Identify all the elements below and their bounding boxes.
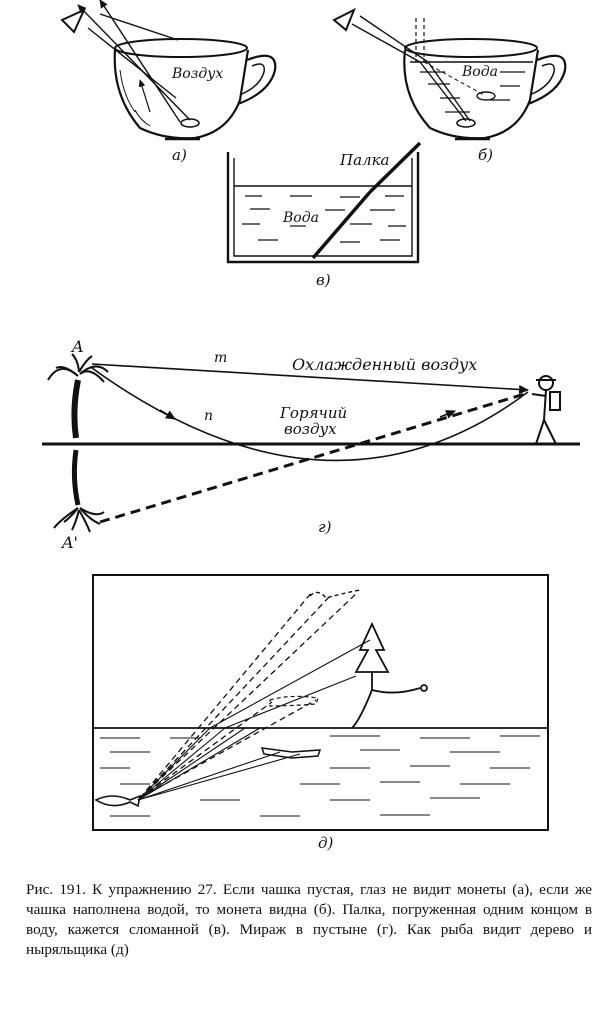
label-hot-air-2: воздух: [284, 420, 337, 438]
figure-g-mirage: A A' m n Охлажденный воздух Горячий возд…: [42, 337, 580, 552]
apparent-diver: [269, 695, 319, 707]
label-g: г): [318, 518, 332, 536]
figure-a-empty-cup: Воздух а): [60, 0, 277, 164]
dashed-rays: [139, 591, 359, 799]
stick-above: [368, 141, 422, 194]
label-a: а): [172, 146, 187, 164]
water-ripples: [242, 195, 406, 243]
apparent-tree: [309, 589, 361, 599]
coin: [456, 118, 476, 128]
label-stick: Палка: [339, 151, 389, 169]
eye-icon: [60, 7, 87, 34]
label-point-a: A: [70, 337, 84, 356]
label-b: б): [478, 146, 493, 164]
palm-reflection: [53, 449, 105, 533]
solid-rays: [137, 639, 371, 801]
water-ripples: [420, 71, 525, 113]
ray-m: [91, 363, 530, 394]
ray-n: [91, 367, 529, 462]
tank: [226, 152, 420, 264]
label-v: в): [316, 271, 331, 289]
figure-d-fish-view: д): [92, 574, 549, 852]
figure-v-stick: Палка Вода в): [226, 141, 422, 289]
label-water: Вода: [461, 64, 498, 80]
tree: [351, 621, 428, 729]
figure-b-water-cup: Вода б): [332, 7, 567, 164]
stick-below: [311, 190, 372, 260]
label-water: Вода: [282, 210, 319, 226]
cup-rim: [404, 38, 538, 58]
cup-body: [113, 49, 250, 140]
label-cold-air: Охлажденный воздух: [292, 355, 477, 374]
palm-tree: [47, 353, 109, 439]
ray-virtual: [99, 391, 529, 524]
diver: [260, 747, 322, 759]
cup-handle: [237, 54, 277, 106]
label-hot-air-1: Горячий: [279, 404, 347, 422]
label-d: д): [318, 834, 334, 852]
label-point-a-prime: A': [60, 533, 78, 552]
traveler: [531, 375, 561, 445]
cup-handle: [527, 54, 567, 106]
cup-rim: [114, 38, 248, 58]
eye-icon: [332, 7, 356, 32]
figure-caption: Рис. 191. К упражнению 27. Если чашка пу…: [26, 881, 592, 958]
fish: [94, 794, 142, 808]
frame: [92, 574, 549, 831]
water-ripples: [100, 735, 540, 817]
label-ray-n: n: [204, 408, 213, 424]
label-air: Воздух: [171, 66, 223, 82]
label-ray-m: m: [214, 350, 227, 366]
coin: [180, 118, 200, 128]
cup-body: [403, 49, 540, 140]
